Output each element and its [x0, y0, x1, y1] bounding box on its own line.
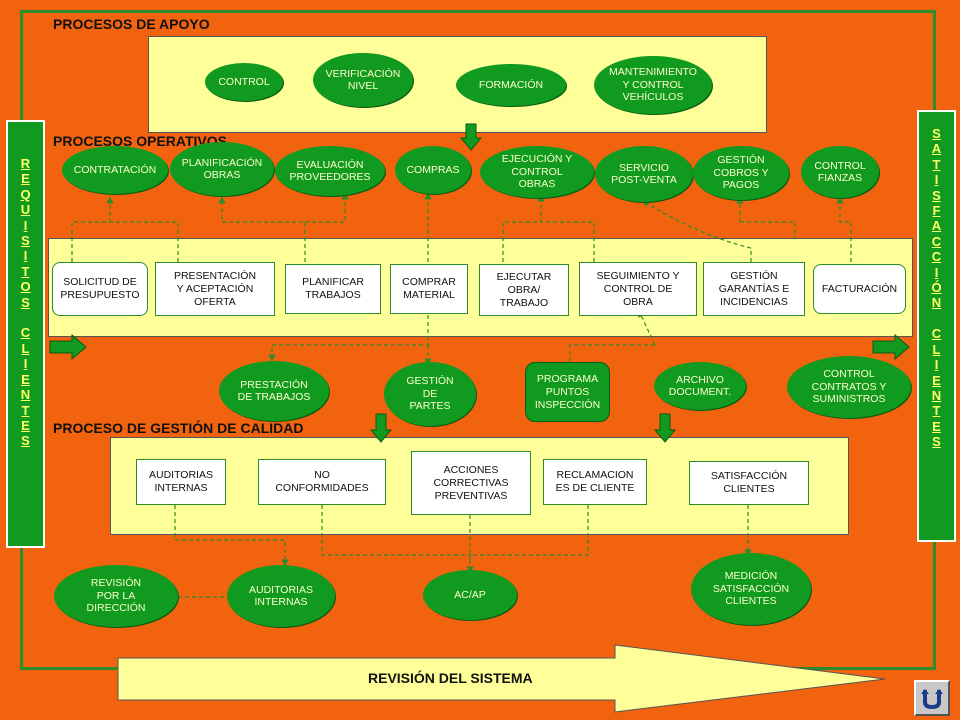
oval-revision-direccion: REVISIÓN POR LA DIRECCIÓN	[54, 565, 178, 627]
box-presentacion-oferta: PRESENTACIÓN Y ACEPTACIÓN OFERTA	[155, 262, 275, 316]
oval-verificacion-nivel: VERIFICACIÓN NIVEL	[313, 53, 413, 107]
oval-medicion-satisfaccion: MEDICIÓN SATISFACCIÓN CLIENTES	[691, 553, 811, 625]
box-gestion-garantias: GESTIÓN GARANTÍAS E INCIDENCIAS	[703, 262, 805, 316]
box-programa-puntos-inspeccion: PROGRAMA PUNTOS INSPECCIÓN	[525, 362, 610, 422]
oval-servicio-post-venta: SERVICIO POST-VENTA	[595, 146, 693, 202]
box-seguimiento-control: SEGUIMIENTO Y CONTROL DE OBRA	[579, 262, 697, 316]
section-title-operativos: PROCESOS OPERATIVOS	[53, 133, 227, 149]
oval-control-contratos: CONTROL CONTRATOS Y SUMINISTROS	[787, 356, 911, 418]
requisitos-clientes-label: R E Q U I S I T O S C L I E N T E S	[20, 156, 31, 449]
satisfaccion-clientes-sidebar: S A T I S F A C C I Ó N C L I E N T E S	[917, 110, 956, 542]
return-icon	[921, 689, 943, 710]
box-planificar-trabajos: PLANIFICAR TRABAJOS	[285, 264, 381, 314]
oval-gestion-partes: GESTIÓN DE PARTES	[384, 362, 476, 426]
requisitos-clientes-sidebar: R E Q U I S I T O S C L I E N T E S	[6, 120, 45, 548]
box-comprar-material: COMPRAR MATERIAL	[390, 264, 468, 314]
oval-gestion-cobros-pagos: GESTIÓN COBROS Y PAGOS	[693, 146, 789, 200]
box-reclamaciones-cliente: RECLAMACION ES DE CLIENTE	[543, 459, 647, 505]
section-title-calidad: PROCESO DE GESTIÓN DE CALIDAD	[53, 420, 304, 436]
oval-compras: COMPRAS	[395, 146, 471, 194]
return-button[interactable]	[914, 680, 950, 716]
box-ejecutar-obra: EJECUTAR OBRA/ TRABAJO	[479, 264, 569, 316]
box-satisfaccion-clientes: SATISFACCIÓN CLIENTES	[689, 461, 809, 505]
oval-evaluacion-proveedores: EVALUACIÓN PROVEEDORES	[275, 146, 385, 196]
oval-mantenimiento: MANTENIMIENTO Y CONTROL VEHÍCULOS	[594, 56, 712, 114]
satisfaccion-clientes-label: S A T I S F A C C I Ó N C L I E N T E S	[931, 126, 942, 450]
box-facturacion: FACTURACIÓN	[813, 264, 906, 314]
box-auditorias-internas: AUDITORIAS INTERNAS	[136, 459, 226, 505]
box-solicitud-presupuesto: SOLICITUD DE PRESUPUESTO	[52, 262, 148, 316]
oval-ejecucion-control-obras: EJECUCIÓN Y CONTROL OBRAS	[480, 146, 594, 198]
oval-control: CONTROL	[205, 63, 283, 101]
oval-formacion: FORMACIÓN	[456, 64, 566, 106]
oval-prestacion-trabajos: PRESTACIÓN DE TRABAJOS	[219, 361, 329, 421]
oval-acap: AC/AP	[423, 570, 517, 620]
revision-sistema-label: REVISIÓN DEL SISTEMA	[368, 670, 533, 686]
oval-control-fianzas: CONTROL FIANZAS	[801, 146, 879, 198]
oval-auditorias-internas: AUDITORIAS INTERNAS	[227, 565, 335, 627]
oval-contratacion: CONTRATACIÓN	[62, 146, 168, 194]
oval-archivo-document: ARCHIVO DOCUMENT.	[654, 362, 746, 410]
box-no-conformidades: NO CONFORMIDADES	[258, 459, 386, 505]
box-acciones-correctivas: ACCIONES CORRECTIVAS PREVENTIVAS	[411, 451, 531, 515]
section-title-apoyo: PROCESOS DE APOYO	[53, 16, 210, 32]
oval-planificacion-obras: PLANIFICACIÓN OBRAS	[170, 142, 274, 196]
